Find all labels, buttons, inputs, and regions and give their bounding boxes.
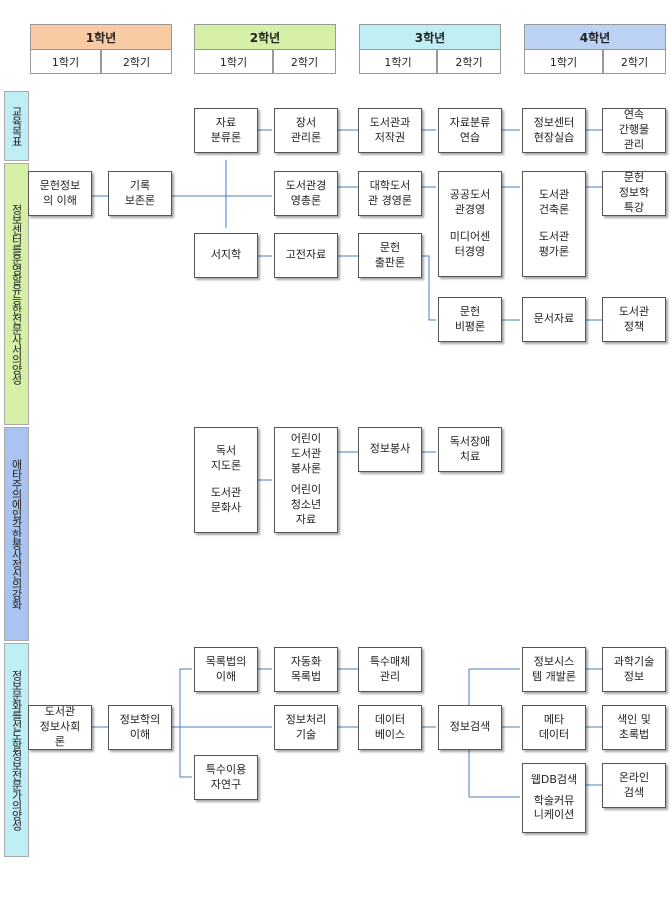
- course-box: 서지학: [194, 233, 258, 278]
- course-text: 도서관 건축론: [538, 188, 570, 217]
- course-box: 문헌정보 의 이해: [28, 171, 92, 216]
- course-text: 학술커뮤 니케이션: [533, 793, 575, 822]
- course-box: 장서 관리론: [274, 108, 338, 153]
- course-box: 메타 데이터: [522, 705, 586, 750]
- course-box: 색인 및 초록법: [602, 705, 666, 750]
- course-text: 미디어센 터경영: [449, 230, 491, 258]
- course-text: 도서관 문화사: [210, 486, 242, 514]
- course-box: 문헌 정보학 특강: [602, 171, 666, 216]
- semester-header: 1학기: [194, 50, 273, 74]
- course-box: 대학도서 관 경영론: [358, 171, 422, 216]
- course-box: 정보봉사: [358, 427, 422, 472]
- course-text: 공공도서 관경영: [449, 188, 491, 217]
- course-box: 도서관 건축론 도서관 평가론: [522, 171, 586, 277]
- side-label-row1: 정보센터를운영할유능한전문사서의양성: [4, 163, 29, 425]
- semester-header: 2학기: [437, 50, 501, 74]
- course-text: 어린이 도서관 봉사론: [290, 432, 322, 476]
- course-box: 온라인 검색: [602, 763, 666, 808]
- semester-header: 1학기: [30, 50, 101, 74]
- course-box: 자료분류 연습: [438, 108, 502, 153]
- course-box: 독서 지도론 도서관 문화사: [194, 427, 258, 533]
- course-text: 도서관 평가론: [538, 230, 570, 258]
- course-box: 웹DB검색 학술커뮤 니케이션: [522, 763, 586, 833]
- course-box: 어린이 도서관 봉사론 어린이 청소년 자료: [274, 427, 338, 533]
- course-box: 정보시스 템 개발론: [522, 647, 586, 692]
- semester-header: 1학기: [524, 50, 603, 74]
- semester-header: 2학기: [101, 50, 172, 74]
- course-text: 어린이 청소년 자료: [290, 483, 322, 526]
- course-box: 데이터 베이스: [358, 705, 422, 750]
- course-box: 과학기술 정보: [602, 647, 666, 692]
- year-header-1: 1학년: [30, 24, 172, 50]
- semester-header: 1학기: [359, 50, 437, 74]
- course-box: 기록 보존론: [108, 171, 172, 216]
- year-header-3: 3학년: [359, 24, 501, 50]
- course-box: 특수매체 관리: [358, 647, 422, 692]
- course-box: 자료 분류론: [194, 108, 258, 153]
- year-header-2: 2학년: [194, 24, 336, 50]
- course-box: 문서자료: [522, 297, 586, 342]
- side-label-row3: 정보문화를선도할정보전문가의양성: [4, 643, 29, 857]
- course-box: 도서관과 저작권: [358, 108, 422, 153]
- course-box: 공공도서 관경영 미디어센 터경영: [438, 171, 502, 277]
- side-label-goal: 교육목표: [4, 91, 29, 161]
- course-box: 독서장애 치료: [438, 427, 502, 472]
- course-box: 연속 간행물 관리: [602, 108, 666, 153]
- course-text: 웹DB검색: [530, 772, 578, 786]
- course-box: 정보센터 현장실습: [522, 108, 586, 153]
- semester-header: 2학기: [273, 50, 336, 74]
- course-box: 자동화 목록법: [274, 647, 338, 692]
- course-box: 문헌 출판론: [358, 233, 422, 278]
- course-box: 도서관 정책: [602, 297, 666, 342]
- course-box: 문헌 비평론: [438, 297, 502, 342]
- course-box: 특수이용 자연구: [194, 755, 258, 800]
- course-box: 정보학의 이해: [108, 705, 172, 750]
- year-header-4: 4학년: [524, 24, 666, 50]
- course-text: 독서 지도론: [210, 444, 242, 473]
- semester-header: 2학기: [603, 50, 666, 74]
- course-box: 정보검색: [438, 705, 502, 750]
- course-box: 정보처리 기술: [274, 705, 338, 750]
- course-box: 도서관 정보사회 론: [28, 705, 92, 750]
- course-box: 고전자료: [274, 233, 338, 278]
- course-box: 목록법의 이해: [194, 647, 258, 692]
- side-label-row2: 애타주의에입각한봉사정신의강화: [4, 427, 29, 641]
- course-box: 도서관경 영총론: [274, 171, 338, 216]
